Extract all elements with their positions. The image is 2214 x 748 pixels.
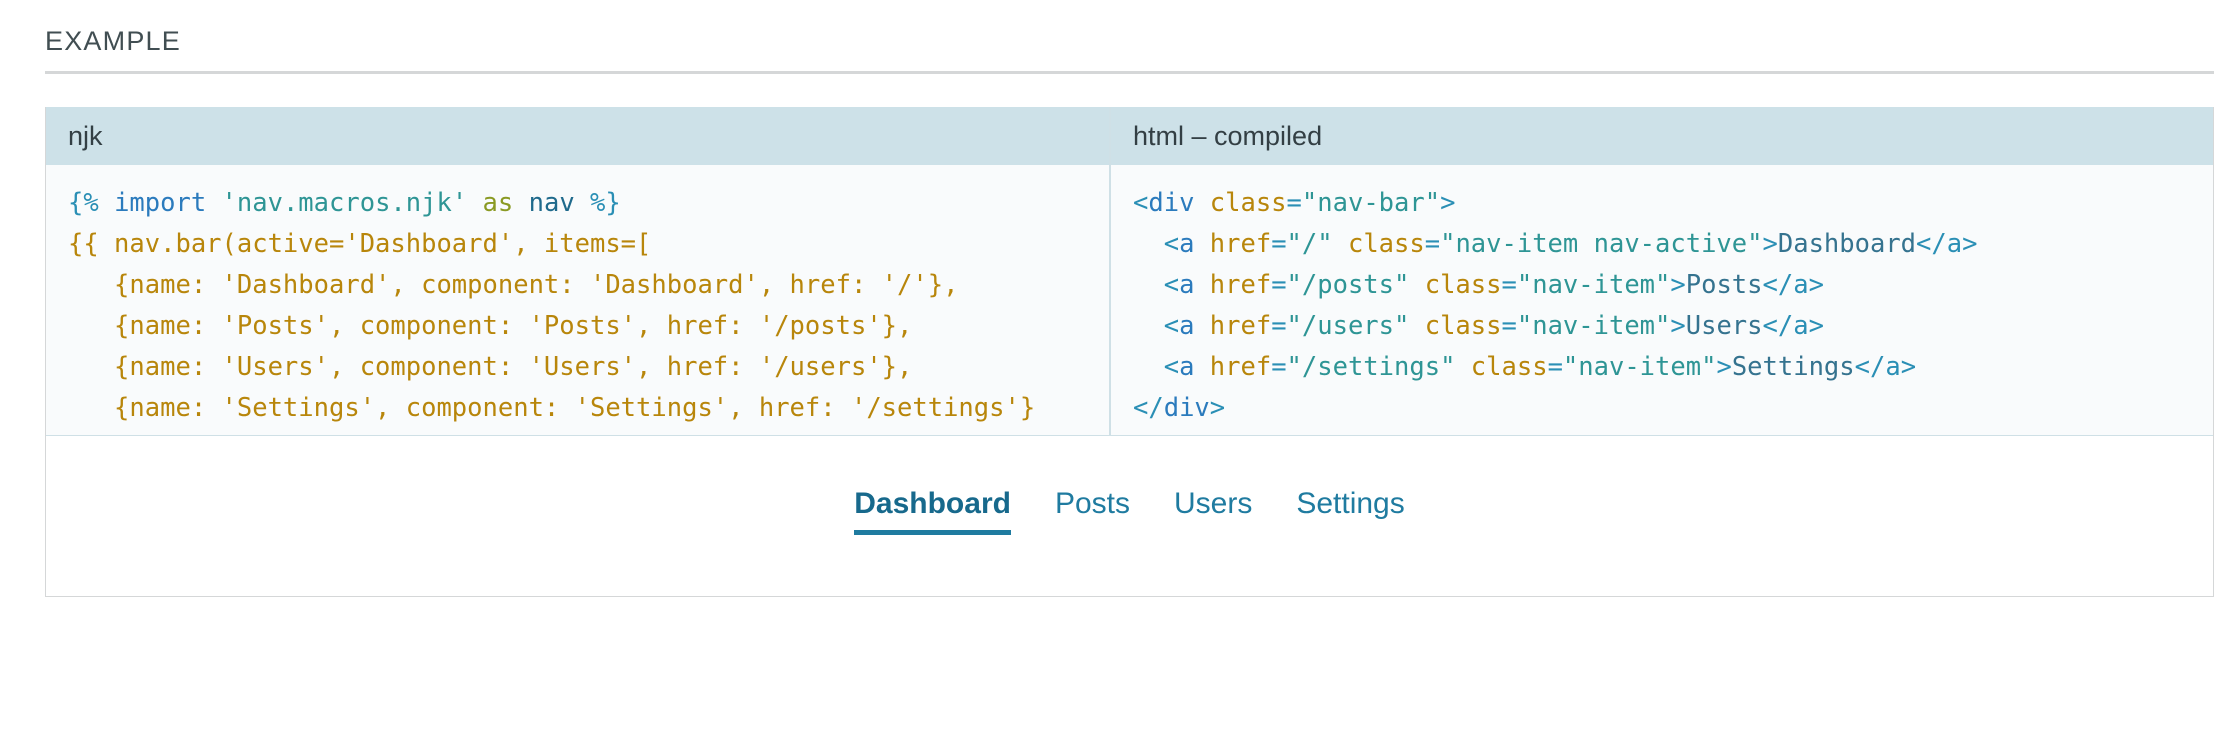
njk-line2: {{ nav.bar(active='Dashboard', items=[	[68, 229, 652, 259]
html-line5-end-tag: </a>	[1854, 352, 1917, 382]
njk-line1-keyword: import	[98, 188, 222, 218]
example-panel: njk {% import 'nav.macros.njk' as nav %}…	[45, 107, 2214, 597]
html-line4-equals-1: =	[1271, 311, 1287, 341]
html-line4-value-class: "nav-item"	[1516, 311, 1671, 341]
html-line3-attr-href: href	[1194, 270, 1272, 300]
html-line2-indent: <	[1133, 229, 1180, 259]
html-line5-equals-1: =	[1271, 352, 1287, 382]
html-line1-attr: class	[1194, 188, 1287, 218]
html-line2-equals-2: =	[1424, 229, 1441, 259]
html-line3-value-class: "nav-item"	[1516, 270, 1671, 300]
njk-line1-string: 'nav.macros.njk'	[221, 188, 468, 218]
njk-line1-delimiter-open: {%	[68, 188, 99, 218]
code-column-header-html: html – compiled	[1111, 107, 2213, 165]
njk-line7: ]) }}	[68, 434, 160, 435]
njk-line4: {name: 'Posts', component: 'Posts', href…	[68, 311, 913, 341]
html-line6-tag: div	[1163, 393, 1210, 423]
html-line4-text: Users	[1685, 311, 1763, 341]
html-line5-value-href: "/settings"	[1286, 352, 1456, 382]
html-line4-equals-2: =	[1501, 311, 1517, 341]
html-line2-attr-href: href	[1194, 229, 1272, 259]
html-line3-equals-1: =	[1271, 270, 1287, 300]
njk-line1-variable: nav	[528, 188, 575, 218]
html-line2-attr-class: class	[1332, 229, 1425, 259]
nav-bar: Dashboard Posts Users Settings	[854, 487, 1405, 535]
njk-line1-delimiter-close: %}	[574, 188, 621, 218]
rendered-preview: Dashboard Posts Users Settings	[46, 436, 2213, 596]
html-line3-attr-class: class	[1409, 270, 1502, 300]
example-label: EXAMPLE	[45, 26, 181, 56]
html-line6-open: </	[1133, 393, 1164, 423]
html-line5-attr-class: class	[1455, 352, 1548, 382]
heading-divider	[45, 71, 2214, 74]
html-line3-tag: a	[1179, 270, 1195, 300]
html-line4-end-tag: </a>	[1762, 311, 1824, 341]
html-line4-value-href: "/users"	[1286, 311, 1410, 341]
html-line1-bracket: <	[1133, 188, 1149, 218]
html-line5-equals-2: =	[1547, 352, 1563, 382]
html-line3-value-href: "/posts"	[1286, 270, 1410, 300]
code-body-html[interactable]: <div class="nav-bar"> <a href="/" class=…	[1111, 165, 2213, 435]
html-line4-indent: <	[1133, 311, 1180, 341]
njk-line1-operator: as	[467, 188, 529, 218]
njk-line3: {name: 'Dashboard', component: 'Dashboar…	[68, 270, 959, 300]
html-line5-value-class: "nav-item"	[1562, 352, 1717, 382]
html-line4-bracket-close: >	[1670, 311, 1686, 341]
html-line3-end-tag: </a>	[1762, 270, 1824, 300]
code-html[interactable]: <div class="nav-bar"> <a href="/" class=…	[1133, 183, 2213, 429]
html-line4-attr-href: href	[1194, 311, 1272, 341]
html-line3-bracket-close: >	[1670, 270, 1686, 300]
code-njk[interactable]: {% import 'nav.macros.njk' as nav %} {{ …	[68, 183, 1109, 435]
html-line5-attr-href: href	[1194, 352, 1272, 382]
html-line3-equals-2: =	[1501, 270, 1517, 300]
nav-item-dashboard[interactable]: Dashboard	[854, 488, 1011, 535]
html-line1-bracket-close: >	[1440, 188, 1456, 218]
html-line2-tag: a	[1179, 229, 1195, 259]
html-line3-text: Posts	[1685, 270, 1763, 300]
html-line3-indent: <	[1133, 270, 1180, 300]
html-line2-equals-1: =	[1271, 229, 1287, 259]
html-line2-end-tag: </a>	[1916, 229, 1978, 259]
code-column-njk: njk {% import 'nav.macros.njk' as nav %}…	[46, 107, 1111, 435]
html-line4-tag: a	[1179, 311, 1195, 341]
html-line5-bracket-close: >	[1716, 352, 1732, 382]
html-line5-text: Settings	[1731, 352, 1855, 382]
code-column-header-njk: njk	[46, 107, 1109, 165]
nav-item-users[interactable]: Users	[1173, 487, 1253, 520]
example-heading-block: EXAMPLE	[45, 28, 2214, 74]
code-column-html: html – compiled <div class="nav-bar"> <a…	[1111, 107, 2213, 435]
html-line5-tag: a	[1179, 352, 1195, 382]
html-line2-value-class: "nav-item nav-active"	[1440, 229, 1763, 259]
html-line1-tag: div	[1148, 188, 1195, 218]
html-line1-equals: =	[1286, 188, 1302, 218]
html-line6-close: >	[1209, 393, 1226, 423]
code-body-njk[interactable]: {% import 'nav.macros.njk' as nav %} {{ …	[46, 165, 1109, 435]
html-line5-indent: <	[1133, 352, 1180, 382]
html-line4-attr-class: class	[1409, 311, 1502, 341]
code-columns: njk {% import 'nav.macros.njk' as nav %}…	[46, 107, 2213, 436]
njk-line6: {name: 'Settings', component: 'Settings'…	[68, 393, 1036, 423]
html-line2-text: Dashboard	[1777, 229, 1917, 259]
nav-item-posts[interactable]: Posts	[1054, 487, 1130, 520]
html-line1-value: "nav-bar"	[1301, 188, 1441, 218]
html-line2-bracket-close: >	[1762, 229, 1778, 259]
nav-item-settings[interactable]: Settings	[1296, 487, 1405, 520]
html-line2-value-href: "/"	[1286, 229, 1333, 259]
njk-line5: {name: 'Users', component: 'Users', href…	[68, 352, 913, 382]
